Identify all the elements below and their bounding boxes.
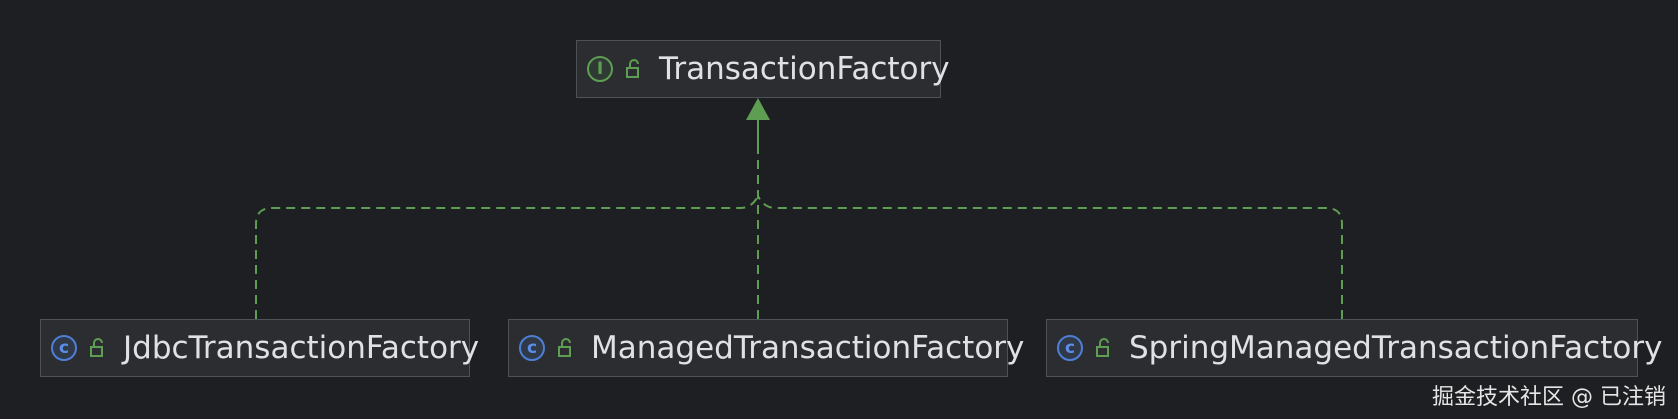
node-managed-transaction-factory[interactable]: c ManagedTransactionFactory: [508, 319, 1024, 377]
unlocked-padlock-icon: [1096, 338, 1109, 357]
node-spring-managed-transaction-factory[interactable]: c SpringManagedTransactionFactory: [1046, 319, 1662, 377]
unlocked-padlock-icon: [90, 338, 103, 357]
class-icon: c: [1057, 335, 1083, 361]
node-label: ManagedTransactionFactory: [591, 330, 1025, 366]
edge-spring-to-parent: [757, 195, 1343, 319]
watermark: 掘金技术社区 @ 已注销: [1432, 385, 1666, 410]
node-transaction-factory[interactable]: I TransactionFactory: [576, 40, 950, 98]
inheritance-arrowhead-icon: [746, 98, 770, 120]
class-icon: c: [519, 335, 545, 361]
node-label: TransactionFactory: [659, 51, 950, 87]
node-label: SpringManagedTransactionFactory: [1129, 330, 1663, 366]
class-icon: c: [51, 335, 77, 361]
unlocked-padlock-icon: [558, 338, 571, 357]
edge-jdbc-to-parent: [255, 195, 759, 319]
node-jdbc-transaction-factory[interactable]: c JdbcTransactionFactory: [40, 319, 479, 377]
node-label: JdbcTransactionFactory: [123, 330, 480, 366]
unlocked-padlock-icon: [626, 59, 639, 78]
interface-icon: I: [587, 56, 613, 82]
